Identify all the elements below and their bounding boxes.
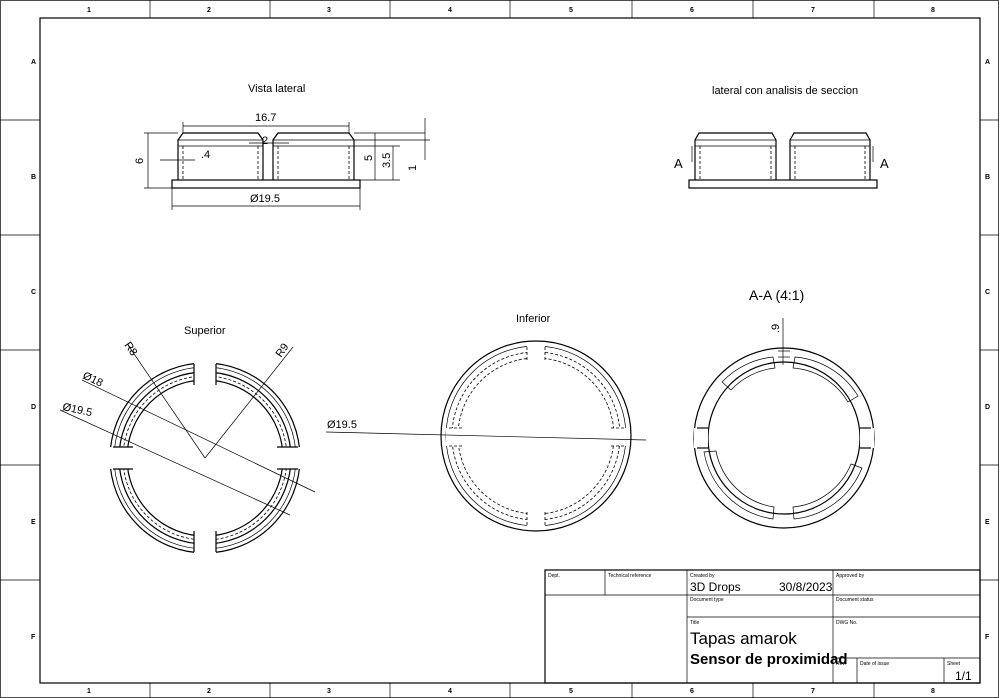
zone-col-7-top: 7 [811,7,815,14]
zone-row-f-left: F [31,634,36,641]
zone-row-a-right: A [985,59,990,66]
title-line-2: Sensor de proximidad [690,651,848,668]
zone-col-2-top: 2 [207,7,211,14]
dim-r-left: R8 [122,340,140,358]
zone-col-1-bottom: 1 [87,688,91,695]
created-date: 30/8/2023 [779,580,833,594]
zone-col-8-top: 8 [931,7,935,14]
dim-gap: 2 [262,135,268,147]
zone-row-e-left: E [31,519,36,526]
cut-label-right: A [880,156,889,171]
zone-row-b-left: B [31,174,36,181]
date-of-issue-label: Date of issue [860,661,889,667]
dim-height-total: 6 [134,158,146,164]
title-label: Title [690,620,699,626]
document-status-label: Document status [836,597,874,603]
dim-bottom-d-outer: Ø19.5 [327,419,357,431]
sheet-label: Sheet [947,661,961,667]
dim-d-outer: Ø19.5 [61,401,93,419]
zone-col-7-bottom: 7 [811,688,815,695]
dim-step: .4 [201,149,210,161]
zone-col-3-bottom: 3 [327,688,331,695]
tech-ref-label: Technical reference [608,573,652,579]
dwg-no-label: DWG No. [836,620,857,626]
zone-row-d-left: D [31,404,36,411]
top-view-title: Superior [184,325,226,337]
zone-row-d-right: D [985,404,990,411]
dim-r-right: R9 [274,341,292,359]
cut-label-left: A [674,156,683,171]
created-by-label: Created by [690,573,715,579]
zone-col-3-top: 3 [327,7,331,14]
title-line-1: Tapas amarok [690,629,797,648]
zone-row-c-left: C [31,289,36,296]
dim-lip: 1 [407,165,419,171]
zone-row-e-right: E [985,519,990,526]
zone-col-6-top: 6 [690,7,694,14]
zone-col-8-bottom: 8 [931,688,935,695]
zone-col-5-bottom: 5 [569,688,573,695]
rev-label: Rev. [836,661,846,667]
dim-d-mid: Ø18 [81,370,105,390]
zone-col-4-top: 4 [448,7,452,14]
zone-row-a-left: A [31,59,36,66]
section-side-view: lateral con analisis de seccion A A [674,85,889,189]
dim-height-inner: 3.5 [381,153,393,168]
dim-height-body: 5 [363,155,375,161]
sheet-value: 1/1 [955,669,972,683]
section-side-view-title: lateral con analisis de seccion [712,85,858,97]
zone-col-2-bottom: 2 [207,688,211,695]
approved-by-label: Approved by [836,573,865,579]
created-by-value: 3D Drops [690,580,741,594]
zone-col-1-top: 1 [87,7,91,14]
section-view-title: A-A (4:1) [749,287,804,303]
dim-section-gap: .9 [770,324,782,333]
title-block: Dept. Technical reference Created by 3D … [544,569,981,684]
zone-col-5-top: 5 [569,7,573,14]
bottom-view: Inferior Ø19.5 [325,313,647,532]
zone-row-f-right: F [985,634,990,641]
dim-diameter: Ø19.5 [250,193,280,205]
zone-row-b-right: B [985,174,990,181]
top-view: Superior R8 R9 Ø18 Ø19.5 [59,325,316,556]
bottom-view-title: Inferior [516,313,551,325]
side-view-title: Vista lateral [248,83,305,95]
side-view: Vista lateral 16.7 2 .4 6 5 3. [134,83,430,210]
section-view: A-A (4:1) .9 [693,287,875,529]
zone-col-4-bottom: 4 [448,688,452,695]
zone-row-c-right: C [985,289,990,296]
dept-label: Dept. [548,573,560,579]
dim-width-top: 16.7 [255,112,276,124]
document-type-label: Document type [690,597,724,603]
zone-col-6-bottom: 6 [690,688,694,695]
